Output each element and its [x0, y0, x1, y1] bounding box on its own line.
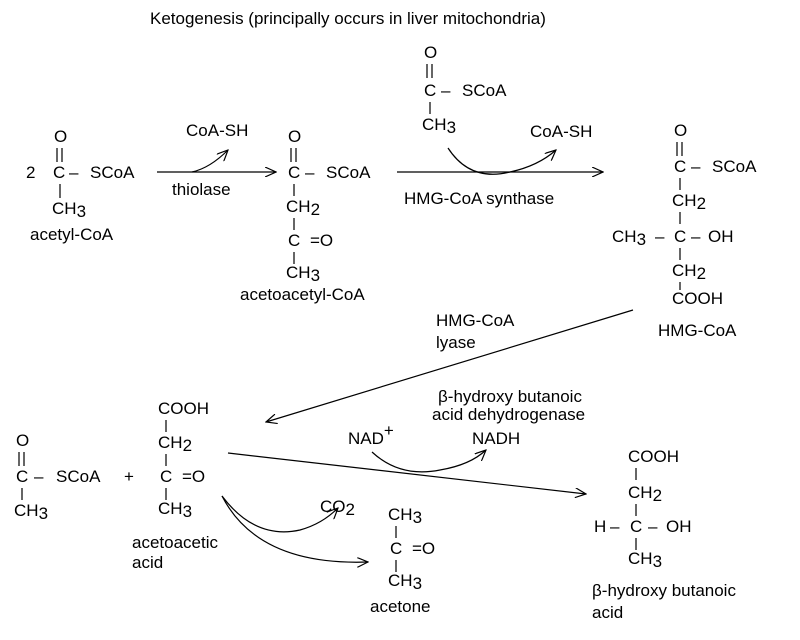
bond-dash: – [691, 227, 701, 246]
hmg-coa-structure: O C – SCoA CH2 CH3 – C – OH CH2 COOH HMG… [612, 121, 757, 340]
reagent-carbon: C [424, 81, 436, 100]
hydroxyl-group: OH [708, 227, 734, 246]
cofactor-curved-arrow [371, 450, 486, 473]
reagent-methyl: CH3 [422, 115, 456, 137]
acetoacetic-acid-label-line2: acid [132, 553, 163, 572]
methylene-group: CH2 [672, 191, 706, 213]
carboxyl-group: COOH [672, 289, 723, 308]
carbon-atom: C [288, 163, 300, 182]
decarboxylation-arrow-lower [221, 495, 368, 562]
thiolase-step: CoA-SH thiolase [157, 121, 276, 199]
carbon-atom: C [53, 163, 65, 182]
acetoacetic-acid-label-line1: acetoacetic [132, 533, 218, 552]
hydrogen-atom: H [594, 517, 606, 536]
bond-dash: – [691, 157, 701, 176]
acetone-label: acetone [370, 597, 431, 616]
lyase-enzyme-line2: lyase [436, 333, 476, 352]
hmg-coa-lyase-step: HMG-CoA lyase [266, 309, 634, 422]
keto-oxygen: =O [310, 231, 333, 250]
reaction-arrow [227, 452, 586, 494]
methyl-group: CH3 [628, 549, 662, 571]
scoa-group: SCoA [712, 157, 757, 176]
scoa-group: SCoA [90, 163, 135, 182]
dehydrogenase-step: β-hydroxy butanoic acid dehydrogenase NA… [227, 387, 586, 494]
keto-oxygen: =O [412, 539, 435, 558]
reagent-scoa: SCoA [462, 81, 507, 100]
reagent-curved-arrow [447, 147, 556, 175]
hmg-coa-synthase-enzyme: HMG-CoA synthase [404, 189, 554, 208]
carbon-atom: C [630, 517, 642, 536]
bond-dash: – [69, 163, 79, 182]
decarboxylation-arrow-upper [221, 495, 338, 533]
thiolase-enzyme: thiolase [172, 180, 231, 199]
carbonyl-oxygen: O [288, 127, 301, 146]
carbon-atom: C [674, 227, 686, 246]
bond-dash: – [610, 517, 620, 536]
methyl-group: CH3 [388, 571, 422, 593]
methyl-group: CH3 [158, 499, 192, 521]
scoa-group: SCoA [326, 163, 371, 182]
carbon-atom: C [16, 467, 28, 486]
reaction-arrow [266, 309, 634, 422]
coa-sh-byproduct: CoA-SH [530, 122, 592, 141]
nad-plus: NAD+ [348, 421, 394, 448]
methyl-group: CH3 [14, 501, 48, 523]
carbon-atom: C [160, 467, 172, 486]
bond-dash: – [648, 517, 658, 536]
decarboxylation-step: CO2 [221, 495, 368, 562]
carbon-dioxide: CO2 [320, 497, 355, 519]
hydroxybutanoic-acid-label-line1: β-hydroxy butanoic [592, 581, 736, 600]
carbonyl-oxygen: O [16, 431, 29, 450]
methyl-group: CH3 [286, 263, 320, 285]
carbon-atom: C [288, 231, 300, 250]
hmg-coa-label: HMG-CoA [658, 321, 737, 340]
plus-sign: + [124, 467, 134, 486]
carbon-atom: C [390, 539, 402, 558]
acetyl-coa-label: acetyl-CoA [30, 225, 114, 244]
hmg-coa-synthase-step: O C – SCoA CH3 CoA-SH HMG-CoA synthase [397, 43, 603, 208]
hydroxyl-group: OH [666, 517, 692, 536]
acetoacetic-acid-structure: COOH CH2 C =O CH3 acetoacetic acid [132, 399, 218, 572]
acetone-structure: CH3 C =O CH3 acetone [370, 505, 435, 616]
bond-dash: – [34, 467, 44, 486]
methylene-group: CH2 [286, 197, 320, 219]
acetyl-coa-product-structure: O C – SCoA CH3 + [14, 431, 134, 523]
diagram-title: Ketogenesis (principally occurs in liver… [150, 9, 546, 28]
lyase-enzyme-line1: HMG-CoA [436, 311, 515, 330]
carbon-atom: C [674, 157, 686, 176]
methylene-group: CH2 [672, 261, 706, 283]
acetoacetyl-coa-structure: O C – SCoA CH2 C =O CH3 acetoacetyl-CoA [240, 127, 371, 304]
hydroxybutanoic-acid-structure: COOH CH2 H – C – OH CH3 β-hydroxy butano… [592, 447, 736, 622]
methyl-group: CH3 [388, 505, 422, 527]
byproduct-arrow [191, 150, 228, 173]
dehydrogenase-enzyme-line2: acid dehydrogenase [432, 405, 585, 424]
carboxyl-group: COOH [628, 447, 679, 466]
dehydrogenase-enzyme-line1: β-hydroxy butanoic [438, 387, 582, 406]
hydroxybutanoic-acid-label-line2: acid [592, 603, 623, 622]
acetyl-coa-structure: 2 O C – SCoA CH3 acetyl-CoA [26, 127, 135, 244]
carbonyl-oxygen: O [54, 127, 67, 146]
coa-sh-byproduct: CoA-SH [186, 121, 248, 140]
reagent-oxygen: O [424, 43, 437, 62]
bond-dash: – [441, 81, 451, 100]
methylene-group: CH2 [158, 433, 192, 455]
carboxyl-group: COOH [158, 399, 209, 418]
acetoacetyl-coa-label: acetoacetyl-CoA [240, 285, 365, 304]
bond-dash: – [655, 227, 665, 246]
methyl-group: CH3 [612, 227, 646, 249]
scoa-group: SCoA [56, 467, 101, 486]
carbonyl-oxygen: O [674, 121, 687, 140]
nadh: NADH [472, 429, 520, 448]
keto-oxygen: =O [182, 467, 205, 486]
methyl-group: CH3 [52, 199, 86, 221]
methylene-group: CH2 [628, 483, 662, 505]
coefficient: 2 [26, 163, 35, 182]
bond-dash: – [305, 163, 315, 182]
